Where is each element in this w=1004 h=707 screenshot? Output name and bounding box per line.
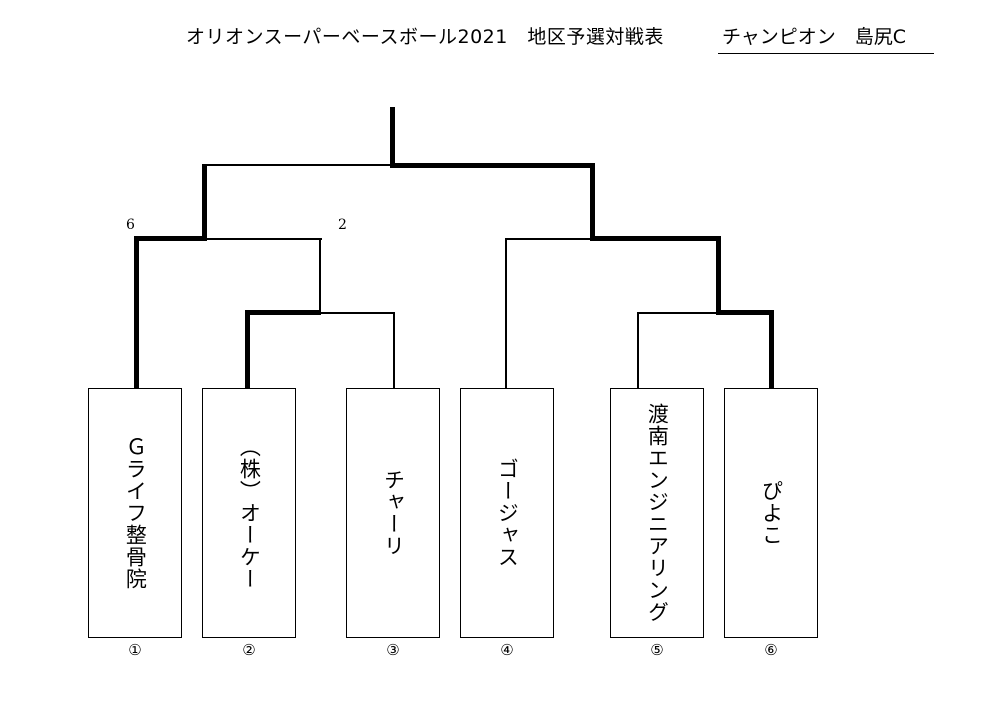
bracket-line-qf-left-bar-thick [245,310,321,315]
bracket-line-sf-right-bar-thin [505,238,593,240]
team-box[interactable]: ゴージャス [460,388,554,638]
team-seed-label: ① [128,641,142,659]
team-name-wrapper: 渡南エンジニアリング [611,389,703,637]
bracket-line-final-bar-left-thin [203,164,393,166]
bracket-line-qf-right-bar-thick [716,310,773,315]
bracket-line-sf-left-riser-team1 [134,236,139,388]
team-name: 渡南エンジニアリング [645,403,670,623]
team-seed-label: ④ [500,641,514,659]
bracket-line-sf-left-bar-thick [134,236,207,241]
bracket-line-sf-left-riser-qf [319,238,321,314]
champion-label: チャンピオン 島尻C [722,26,907,48]
match-score-label: 6 [126,217,135,233]
team-name-wrapper: ぴよこ [725,389,817,637]
bracket-line-final-right-riser [590,164,595,240]
team-seed-label: ③ [386,641,400,659]
team-name-wrapper: Ｇライフ整骨院 [89,389,181,637]
team-name: Ｇライフ整骨院 [123,436,148,590]
team-name: ぴよこ [759,480,784,546]
team-box[interactable]: （株）オーケー [202,388,296,638]
bracket-line-qf-left-riser-team3 [393,312,395,388]
bracket-line-sf-right-riser-team4 [505,238,507,388]
champion-underline [718,53,934,54]
bracket-line-final-left-riser [202,164,207,240]
bracket-line-qf-left-riser-team2 [245,310,250,388]
bracket-line-qf-right-bar-thin [637,312,719,314]
team-name: ゴージャス [495,458,520,568]
team-box[interactable]: Ｇライフ整骨院 [88,388,182,638]
team-name-wrapper: （株）オーケー [203,389,295,637]
team-seed-label: ⑥ [764,641,778,659]
bracket-line-sf-left-bar-thin [203,238,322,240]
bracket-line-qf-right-riser-team6 [769,310,774,388]
match-score-label: 2 [338,217,347,233]
page-title: オリオンスーパーベースボール2021 地区予選対戦表 [186,26,664,48]
team-box[interactable]: ぴよこ [724,388,818,638]
bracket-line-sf-right-riser-qf [716,236,721,314]
bracket-line-champion-stem [390,107,395,168]
team-box[interactable]: チャーリ [346,388,440,638]
team-name: チャーリ [381,469,406,557]
bracket-line-final-bar-right-thick [390,163,595,168]
team-name-wrapper: チャーリ [347,389,439,637]
team-name-wrapper: ゴージャス [461,389,553,637]
bracket-line-sf-right-bar-thick [590,236,720,241]
bracket-line-qf-right-riser-team5 [637,312,639,388]
team-name: （株）オーケー [237,436,262,590]
team-seed-label: ⑤ [650,641,664,659]
team-box[interactable]: 渡南エンジニアリング [610,388,704,638]
bracket-line-qf-left-bar-thin [319,312,395,314]
team-seed-label: ② [242,641,256,659]
